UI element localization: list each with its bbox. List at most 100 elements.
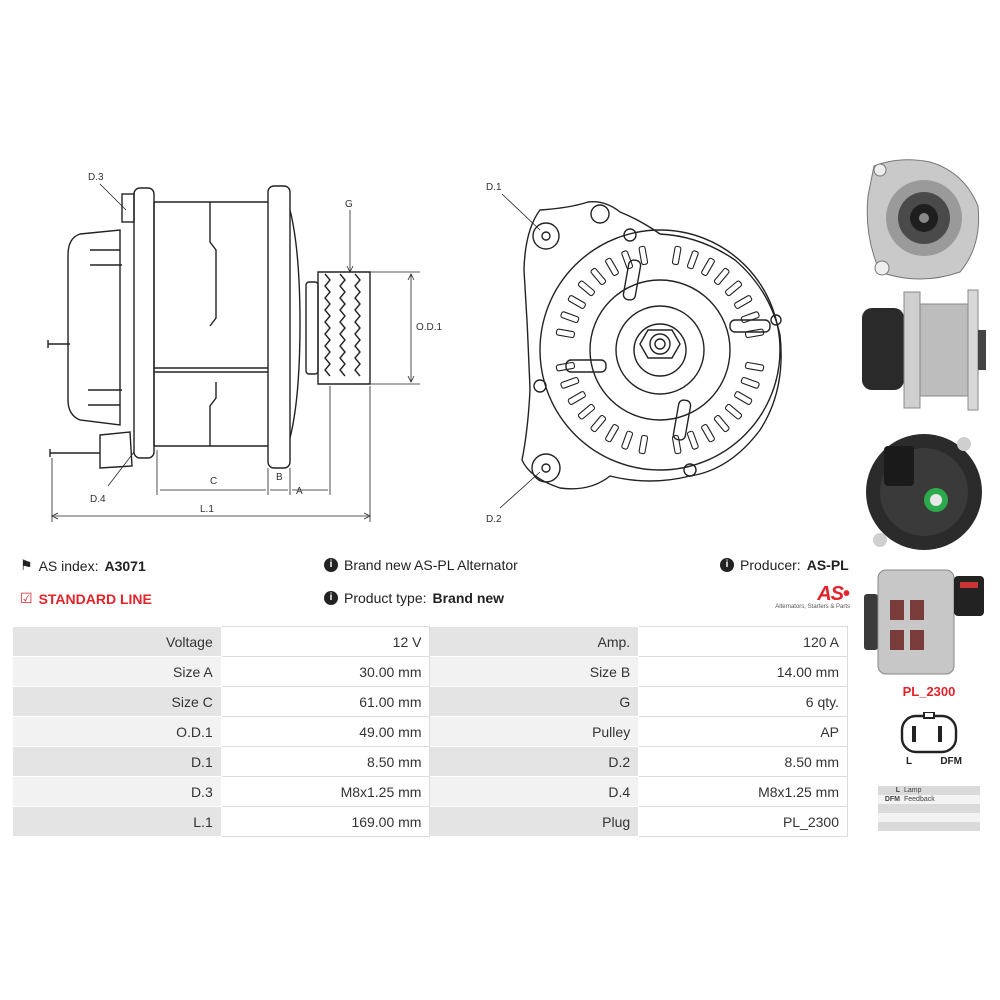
label-l1: L.1 (200, 504, 214, 515)
label-od1: O.D.1 (416, 322, 443, 333)
spec-label: D.1 (12, 746, 222, 777)
vent-slot (734, 295, 753, 309)
spec-label: Size A (12, 656, 222, 687)
pin-label-dfm: DFM (940, 756, 962, 767)
spec-label: Size C (12, 686, 222, 717)
label-d2: D.2 (486, 514, 502, 525)
vent-slot (560, 311, 580, 324)
vent-slot (605, 424, 619, 443)
vent-slot (577, 280, 596, 297)
as-pl-logo: AS• Alternators, Starters & Parts (775, 583, 850, 610)
product-photo-rear[interactable] (860, 426, 988, 554)
vent-slot (638, 245, 649, 266)
spec-label: L.1 (12, 806, 222, 837)
spec-value: AP (638, 716, 848, 747)
spec-value: 169.00 mm (220, 806, 431, 837)
vent-slot (713, 267, 730, 286)
spec-value: PL_2300 (638, 806, 848, 837)
standard-line-label: STANDARD LINE (38, 590, 152, 607)
product-photo-side[interactable] (860, 286, 988, 414)
info-icon: i (720, 558, 734, 572)
product-photo-angle[interactable] (860, 560, 988, 688)
spec-label: D.3 (12, 776, 222, 807)
vent-slot (713, 414, 730, 433)
product-type: i Product type: Brand new (324, 590, 504, 606)
product-photo-front[interactable] (860, 156, 988, 284)
vent-slot (701, 424, 715, 443)
spec-label: G (429, 686, 640, 717)
vent-slot (621, 250, 634, 270)
vent-slot (605, 257, 619, 276)
spec-label: D.4 (429, 776, 640, 807)
vent-slot (555, 328, 576, 339)
label-a: A (296, 486, 303, 497)
spec-label: Plug (429, 806, 640, 837)
technical-drawing: D.3 G O.D.1 D.4 C B A L.1 D.1 D.2 (47, 172, 782, 525)
vent-slot (638, 434, 649, 455)
label-c: C (210, 476, 217, 487)
vent-slot (560, 376, 580, 389)
spec-value: 8.50 mm (220, 746, 431, 777)
vent-slot (734, 391, 753, 405)
vent-slot (555, 361, 576, 372)
as-index: ⚑ AS index: A3071 (20, 557, 146, 574)
spec-label: Amp. (429, 626, 640, 657)
spec-value: 14.00 mm (638, 656, 848, 687)
pin-legend-row (878, 822, 980, 831)
vent-slot (590, 267, 607, 286)
spec-value: 12 V (220, 626, 431, 657)
vent-slot (744, 328, 765, 339)
spec-value: 61.00 mm (220, 686, 431, 717)
info-icon: i (324, 558, 338, 572)
label-d4: D.4 (90, 494, 106, 505)
spec-value: 30.00 mm (220, 656, 431, 687)
product-line: ☑ STANDARD LINE (20, 590, 152, 607)
vent-slot (740, 311, 760, 324)
vent-slot (686, 250, 699, 270)
vent-slot (744, 361, 765, 372)
checkbox-icon: ☑ (20, 590, 33, 606)
vent-slot (567, 295, 586, 309)
vent-slot (686, 430, 699, 450)
label-d3: D.3 (88, 172, 104, 183)
spec-label: O.D.1 (12, 716, 222, 747)
pin-label-l: L (906, 756, 913, 767)
producer: i Producer: AS-PL (720, 557, 849, 573)
pin-code: L (895, 787, 900, 794)
spec-value: 8.50 mm (638, 746, 848, 777)
pin-legend-row (878, 813, 980, 822)
product-description: i Brand new AS-PL Alternator (324, 557, 518, 573)
pin-legend-row (878, 804, 980, 813)
vent-slot (671, 434, 682, 455)
vent-slot (671, 245, 682, 266)
spec-value: M8x1.25 mm (638, 776, 848, 807)
pin-description: Feedback (904, 796, 935, 803)
spec-label: Pulley (429, 716, 640, 747)
plug-code: PL_2300 (902, 684, 956, 699)
as-index-value: A3071 (104, 557, 146, 574)
spec-label: Voltage (12, 626, 222, 657)
vent-slot (701, 257, 715, 276)
spec-value: M8x1.25 mm (220, 776, 431, 807)
vent-slot (590, 414, 607, 433)
spec-value: 6 qty. (638, 686, 848, 717)
spec-value: 49.00 mm (220, 716, 431, 747)
spec-label: Size B (429, 656, 640, 687)
label-d1: D.1 (486, 182, 502, 193)
info-icon: i (324, 591, 338, 605)
plug-pin-labels: L DFM (906, 756, 962, 767)
vent-slot (724, 403, 743, 420)
tags-icon: ⚑ (20, 557, 33, 573)
label-g: G (345, 199, 353, 210)
pin-code: DFM (884, 796, 900, 803)
vent-slot (740, 376, 760, 389)
